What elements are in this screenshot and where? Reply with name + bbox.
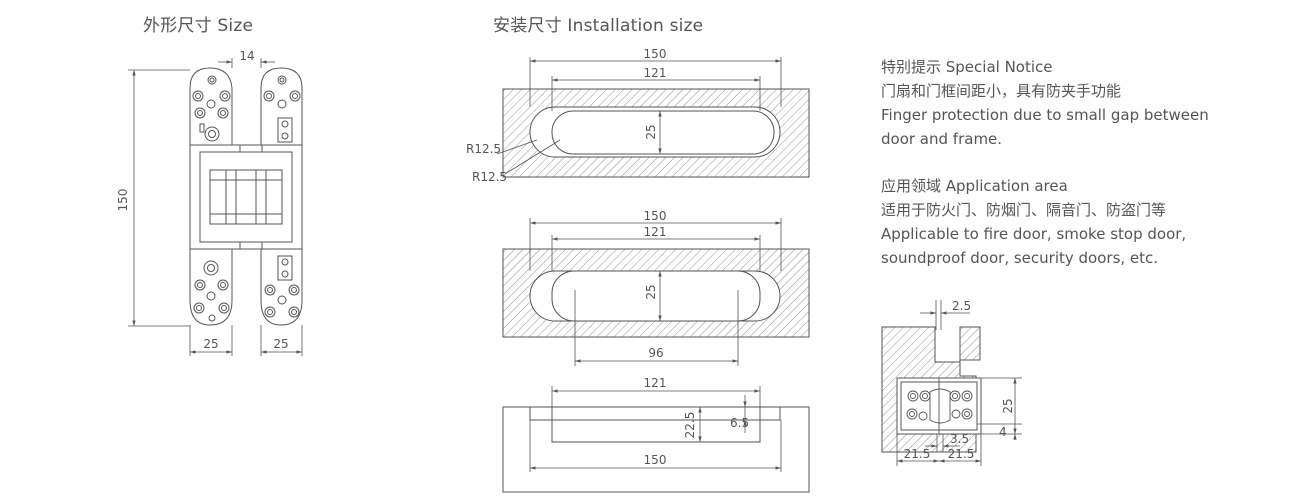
installation-top-labels: 150 121 25 R12.5 R12.5 xyxy=(466,47,666,184)
dim-size-right-width: 25 xyxy=(273,337,288,351)
dim-sec-gap-top: 2.5 xyxy=(952,299,971,313)
size-dimension-labels: 14 150 25 25 xyxy=(116,49,289,351)
installation-middle-labels: 150 121 25 96 xyxy=(644,209,667,360)
application-area: 应用领域 Application area 适用于防火门、防烟门、隔音门、防盗门… xyxy=(881,174,1186,270)
dim-sec-right: 21.5 xyxy=(948,447,975,461)
installation-title: 安装尺寸 Installation size xyxy=(493,16,704,36)
size-dimensions xyxy=(128,58,303,356)
dim-sec-left: 21.5 xyxy=(904,447,931,461)
installation-bottom-labels: 121 22.5 6.5 150 xyxy=(644,376,750,467)
dim-sec-bottom: 4 xyxy=(999,425,1007,439)
dim-top-inner: 121 xyxy=(644,66,667,80)
application-heading: 应用领域 Application area xyxy=(881,177,1068,195)
dim-size-height: 150 xyxy=(116,189,130,212)
special-notice-en-2: door and frame. xyxy=(881,130,1003,148)
installation-bottom-view xyxy=(502,386,810,493)
size-title: 外形尺寸 Size xyxy=(143,16,254,36)
cross-section-mechanism xyxy=(906,378,973,434)
special-notice-en-1: Finger protection due to small gap betwe… xyxy=(881,106,1209,124)
installation-middle-view xyxy=(502,218,810,366)
dim-size-left-width: 25 xyxy=(203,337,218,351)
dim-bot-outer: 150 xyxy=(644,453,667,467)
dim-top-radius-1: R12.5 xyxy=(466,142,501,156)
dim-mid-depth: 25 xyxy=(644,284,658,299)
dim-mid-outer: 150 xyxy=(644,209,667,223)
dim-mid-inner: 121 xyxy=(644,225,667,239)
dim-top-depth: 25 xyxy=(644,124,658,139)
dim-sec-gap-bottom: 3.5 xyxy=(950,432,969,446)
application-en-1: Applicable to fire door, smoke stop door… xyxy=(881,225,1187,243)
special-notice-heading: 特别提示 Special Notice xyxy=(881,58,1053,76)
application-cn: 适用于防火门、防烟门、隔音门、防盗门等 xyxy=(881,201,1167,219)
cross-section-labels: 2.5 25 4 3.5 21.5 21.5 xyxy=(904,299,1015,461)
installation-top-view xyxy=(496,57,810,178)
special-notice: 特别提示 Special Notice 门扇和门框间距小，具有防夹手功能 Fin… xyxy=(881,55,1209,151)
application-en-2: soundproof door, security doors, etc. xyxy=(881,249,1159,267)
cross-section-view xyxy=(881,300,1022,466)
dim-size-gap: 14 xyxy=(239,49,254,63)
dim-mid-slot: 96 xyxy=(648,346,663,360)
dim-top-radius-2: R12.5 xyxy=(472,170,507,184)
dim-bot-inner: 121 xyxy=(644,376,667,390)
dim-bot-depth: 22.5 xyxy=(683,412,697,439)
hinge-arm-body xyxy=(189,144,303,250)
dim-top-outer: 150 xyxy=(644,47,667,61)
special-notice-cn: 门扇和门框间距小，具有防夹手功能 xyxy=(881,82,1122,100)
dim-sec-height: 25 xyxy=(1001,398,1015,413)
dim-bot-step: 6.5 xyxy=(730,416,749,430)
hinge-size-drawing xyxy=(128,58,303,356)
